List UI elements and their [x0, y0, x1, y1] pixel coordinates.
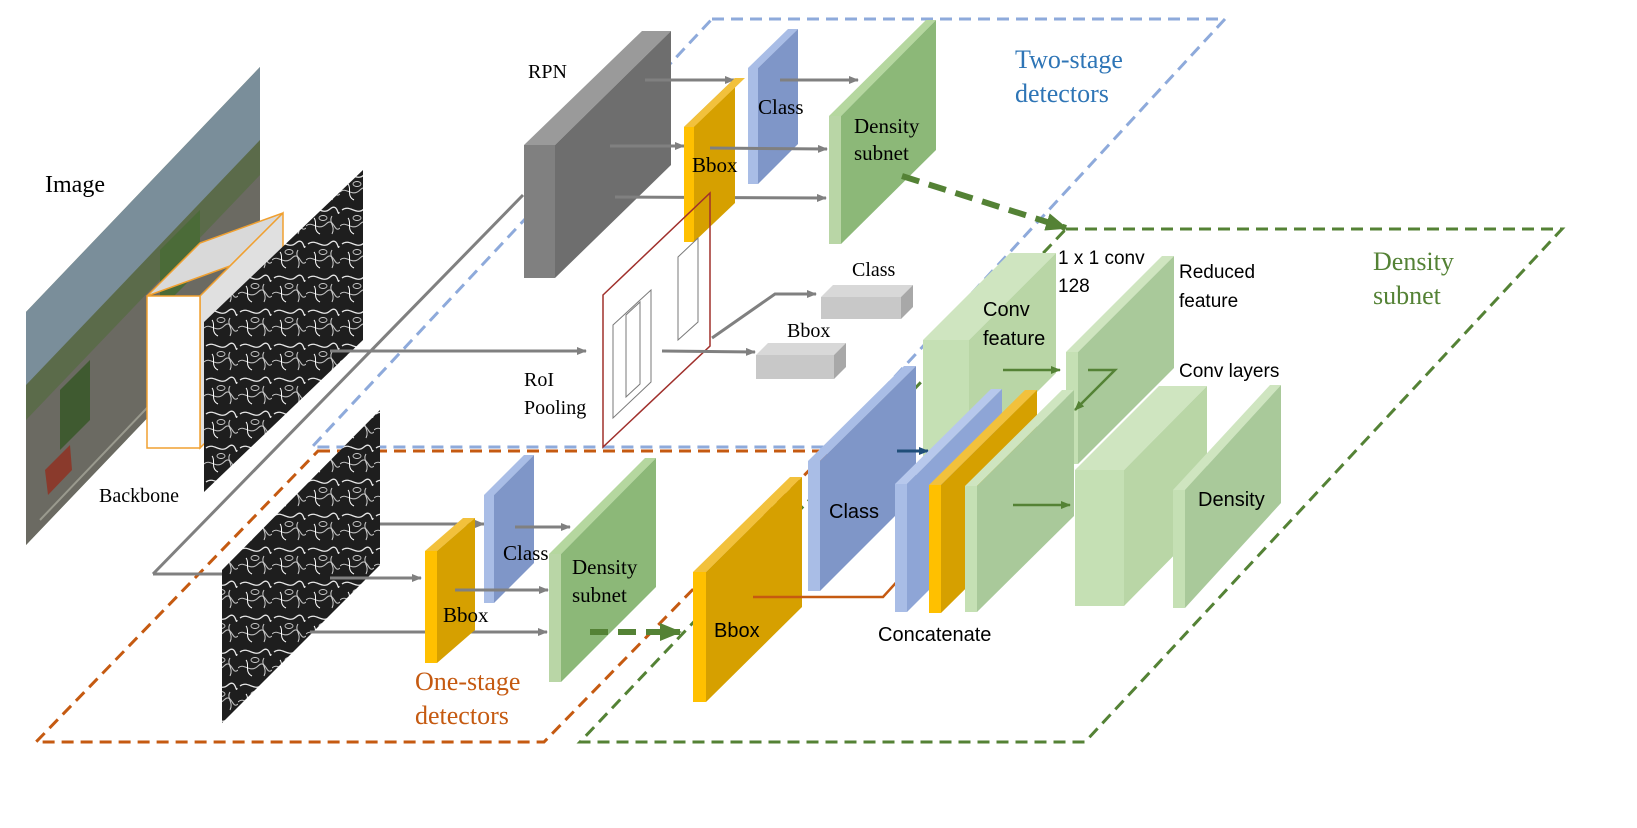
density-output-block — [1173, 385, 1281, 608]
one-stage-class-block — [484, 455, 534, 603]
rpn-block — [524, 31, 671, 278]
one-stage-feature-map — [222, 410, 380, 723]
two-stage-bbox-block — [684, 78, 745, 242]
density-bbox-label: Bbox — [714, 620, 760, 642]
two-stage-density-label-line2: subnet — [854, 141, 909, 165]
roi-class-label: Class — [852, 259, 896, 281]
roi-pooling-label-line1: RoI — [524, 369, 554, 391]
one-stage-region-outline — [32, 449, 832, 744]
concatenate-label: Concatenate — [878, 624, 991, 646]
two-stage-class-label: Class — [758, 95, 804, 119]
backbone-label: Backbone — [99, 485, 179, 507]
density-subnet-title-line2: subnet — [1373, 281, 1442, 310]
one-stage-class-label: Class — [503, 541, 549, 565]
roi-to-class-arrow — [711, 290, 817, 340]
roi-to-bbox-arrow — [661, 347, 756, 356]
conv-layers-block — [1075, 386, 1207, 606]
roi-pooling-label-line2: Pooling — [524, 397, 586, 419]
conv-feature-label-line1: Conv — [983, 299, 1030, 321]
one-stage-density-block — [549, 458, 656, 682]
roi-bbox-label: Bbox — [787, 320, 830, 342]
roi-bbox-block — [756, 343, 846, 379]
backbone-to-rpn-connector — [151, 193, 525, 576]
two-stage-bbox-label: Bbox — [692, 153, 738, 177]
concat-feature-slab — [965, 390, 1074, 612]
roi-class-block — [821, 285, 913, 319]
roi-pooling-frames — [602, 191, 711, 449]
density-bbox-block — [693, 477, 802, 702]
density-class-label: Class — [829, 501, 879, 523]
bbox-to-density-arrow — [709, 144, 828, 153]
two-stage-to-density-subnet-arrow — [901, 173, 1068, 231]
one-stage-bbox-label: Bbox — [443, 603, 489, 627]
reduced-feature-label-line1: Reduced — [1179, 262, 1255, 283]
two-stage-class-block — [748, 29, 798, 184]
reduced-feature-label-line2: feature — [1179, 291, 1238, 312]
density-subnet-title-line1: Density — [1373, 247, 1454, 276]
one-stage-title-line2: detectors — [415, 701, 509, 730]
conv-feature-label-line2: feature — [983, 328, 1045, 350]
rpn-label: RPN — [528, 61, 567, 83]
two-stage-title-line1: Two-stage — [1015, 45, 1123, 74]
image-label: Image — [45, 172, 105, 198]
reduced-feedback-arrow — [1074, 368, 1119, 411]
one-stage-density-label-line1: Density — [572, 555, 638, 579]
two-stage-density-block — [829, 20, 936, 244]
two-stage-title-line2: detectors — [1015, 79, 1109, 108]
density-region-outline — [576, 227, 1566, 744]
conv1x1-label-line1: 1 x 1 conv — [1058, 248, 1145, 269]
density-output-label: Density — [1198, 489, 1265, 511]
density-class-block — [808, 366, 916, 591]
backbone-feature-map — [204, 170, 363, 492]
two-stage-region-outline — [308, 17, 1229, 449]
conv-layers-label: Conv layers — [1179, 361, 1279, 382]
two-stage-density-label-line1: Density — [854, 114, 920, 138]
one-stage-title-line1: One-stage — [415, 667, 520, 696]
conv1x1-label-line2: 128 — [1058, 276, 1090, 297]
one-stage-density-label-line2: subnet — [572, 583, 627, 607]
